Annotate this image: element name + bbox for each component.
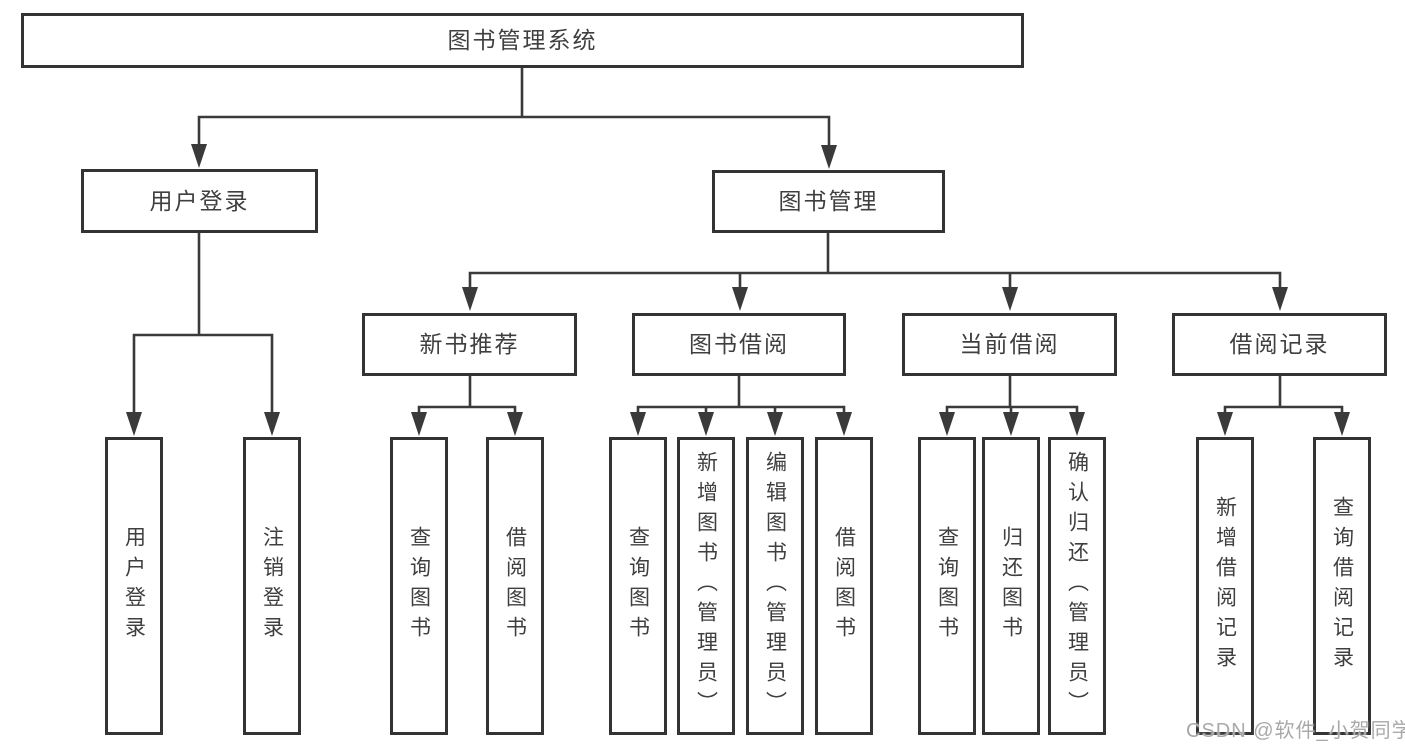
leaf-user-login: 用户登录 xyxy=(105,437,163,735)
leaf-borrow-books: 借阅图书 xyxy=(815,437,873,735)
node-book-management: 图书管理 xyxy=(712,170,945,233)
node-user-login: 用户登录 xyxy=(81,169,318,233)
connector-root-split xyxy=(197,68,831,148)
leaf-query-borrow-record: 查询借阅记录 xyxy=(1313,437,1371,735)
leaf-logout: 注销登录 xyxy=(243,437,301,735)
connector-book-mgmt-split xyxy=(468,233,1282,292)
node-root: 图书管理系统 xyxy=(21,13,1024,68)
node-book-borrowing: 图书借阅 xyxy=(632,313,846,376)
leaf-query-books-current: 查询图书 xyxy=(918,437,976,735)
connector-new-book-rec-split xyxy=(417,376,517,418)
connector-book-borrow-split xyxy=(636,376,846,418)
leaf-borrow-books-recommend: 借阅图书 xyxy=(486,437,544,735)
leaf-edit-books-admin: 编辑图书（管理员） xyxy=(746,437,804,735)
leaf-query-books-recommend: 查询图书 xyxy=(390,437,448,735)
csdn-watermark: CSDN @软件_小贺同学 xyxy=(1186,720,1405,742)
leaf-add-books-admin: 新增图书（管理员） xyxy=(677,437,735,735)
connector-user-login-split xyxy=(132,233,274,418)
leaf-confirm-return-admin: 确认归还（管理员） xyxy=(1048,437,1106,735)
arrowheads xyxy=(126,144,1350,436)
connector-borrow-records-split xyxy=(1223,376,1344,418)
leaf-add-borrow-record: 新增借阅记录 xyxy=(1196,437,1254,735)
connector-current-borrow-split xyxy=(945,376,1079,418)
node-new-book-recommendation: 新书推荐 xyxy=(362,313,577,376)
leaf-query-books-borrowing: 查询图书 xyxy=(609,437,667,735)
leaf-return-books: 归还图书 xyxy=(982,437,1040,735)
node-borrowing-records: 借阅记录 xyxy=(1172,313,1387,376)
node-current-borrowing: 当前借阅 xyxy=(902,313,1117,376)
